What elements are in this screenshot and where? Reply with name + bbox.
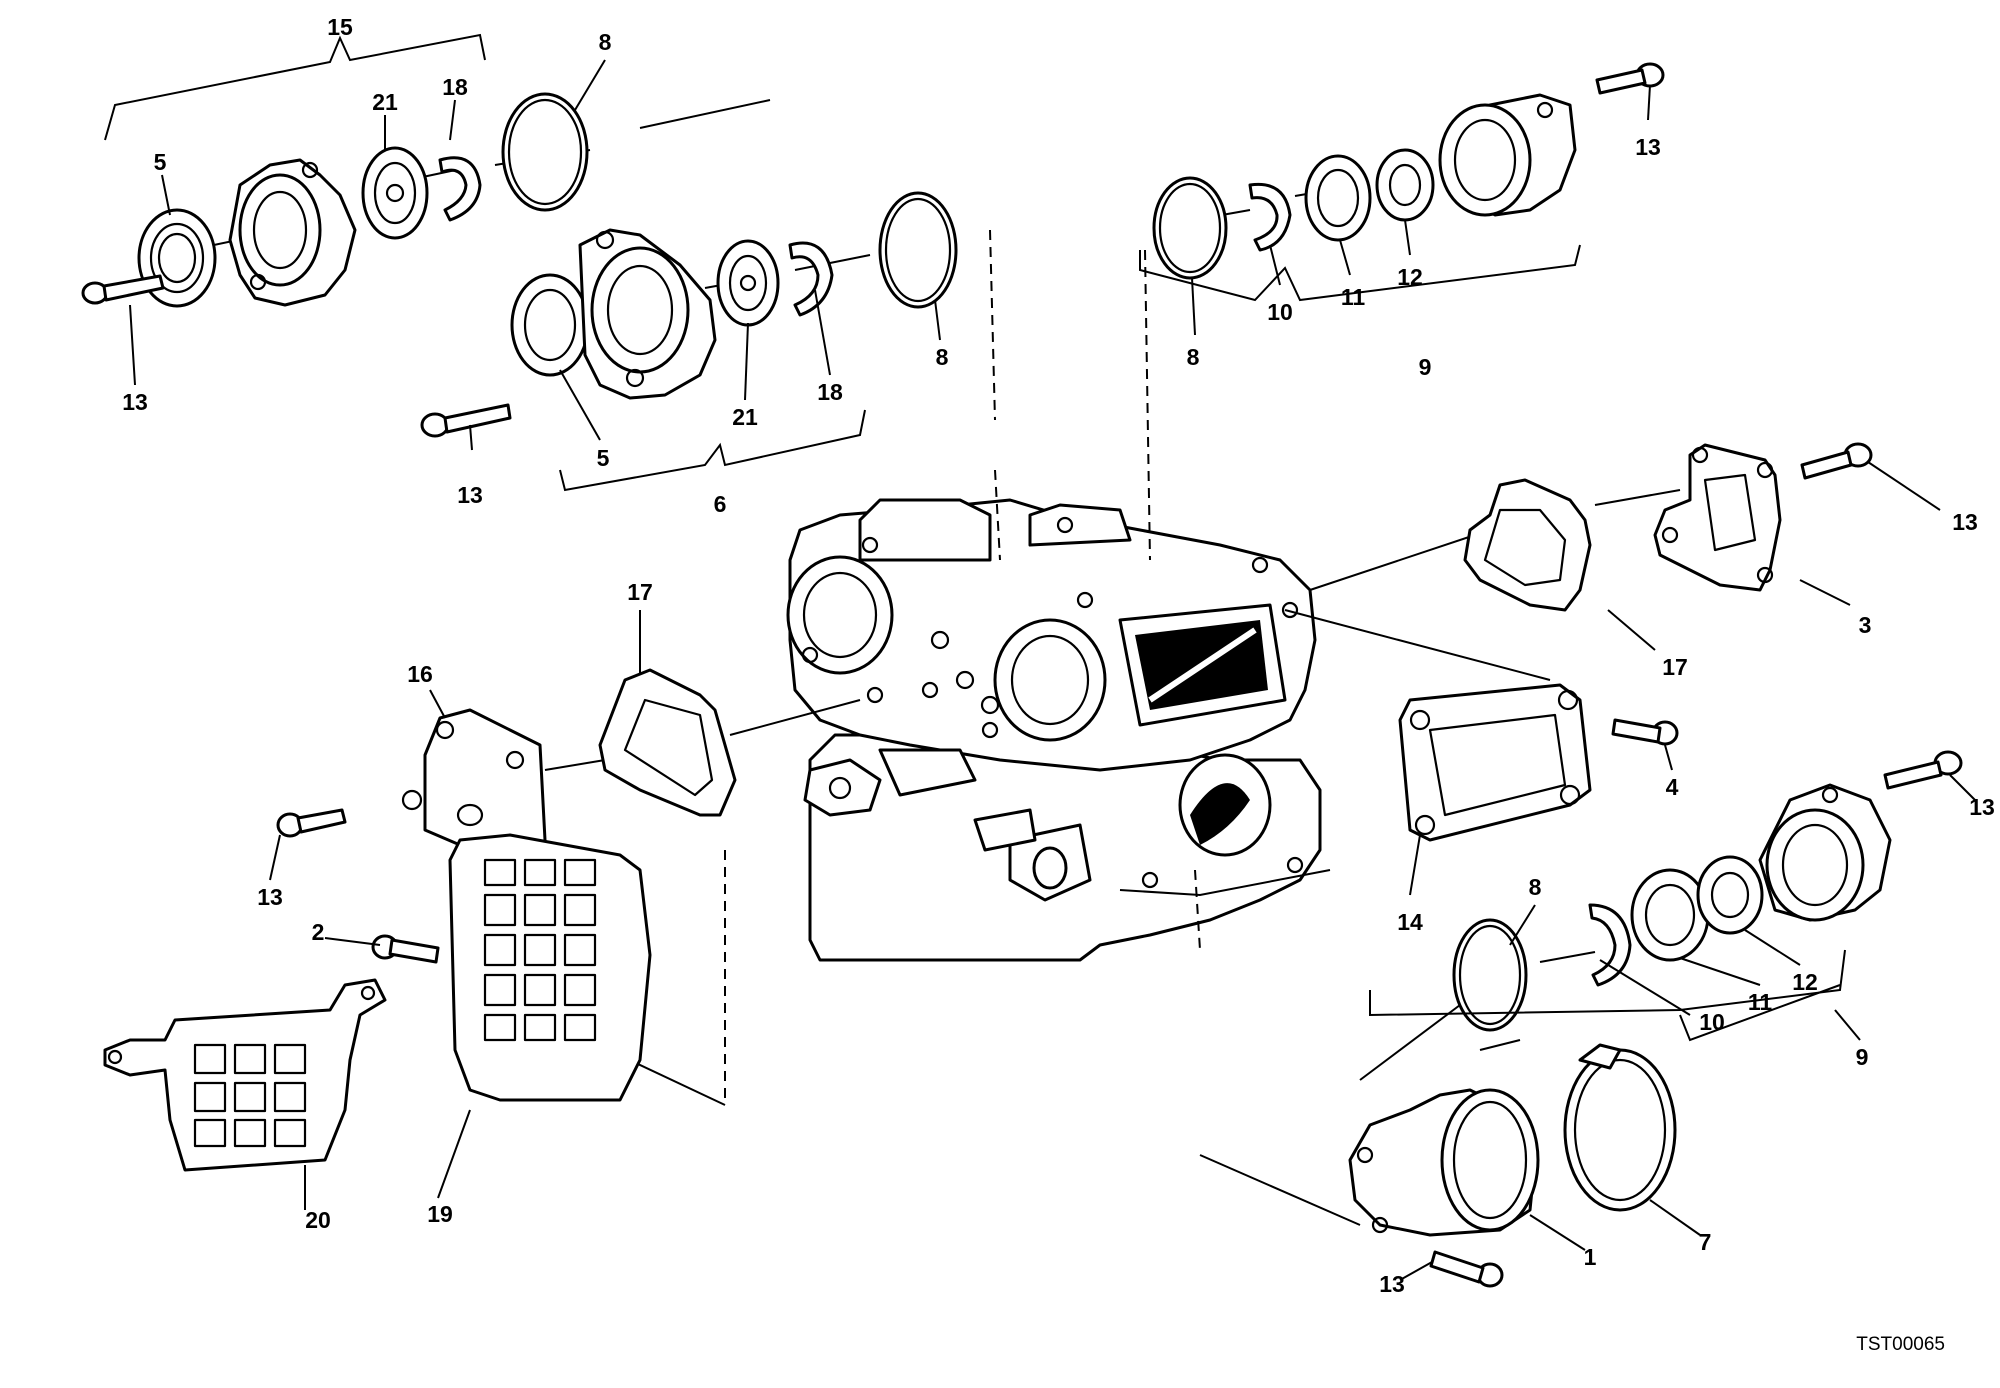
bearing-housing-assembly-15 (137, 92, 589, 308)
callout-11: 11 (1341, 284, 1366, 310)
drawing-code: TST00065 (1856, 1334, 1945, 1355)
callout-13: 13 (122, 389, 148, 415)
bolt-13d (1800, 442, 1873, 480)
callout-8: 8 (599, 29, 612, 55)
callout-11: 11 (1748, 989, 1773, 1015)
callout-8: 8 (1187, 344, 1200, 370)
bolt-13f (1883, 750, 1963, 790)
callout-9: 9 (1856, 1044, 1869, 1070)
callout-12: 12 (1792, 969, 1818, 995)
callout-13: 13 (1379, 1271, 1405, 1297)
gasket-17-left (598, 668, 737, 817)
callout-20: 20 (305, 1207, 331, 1233)
callout-12: 12 (1397, 264, 1423, 290)
cover-14 (1398, 683, 1592, 842)
callout-13: 13 (457, 482, 483, 508)
callout-13: 13 (1969, 794, 1995, 820)
callout-17: 17 (1662, 654, 1688, 680)
callout-19: 19 (427, 1201, 453, 1227)
callout-1: 1 (1584, 1244, 1597, 1270)
callout-17: 17 (627, 579, 653, 605)
callout-5: 5 (597, 445, 610, 471)
callout-16: 16 (407, 661, 433, 687)
intake-flange-1 (1348, 1088, 1540, 1237)
callout-10: 10 (1267, 299, 1293, 325)
bolt-13g (1429, 1250, 1504, 1288)
callout-14: 14 (1397, 909, 1423, 935)
callout-2: 2 (312, 919, 325, 945)
bolt-2 (371, 934, 440, 964)
bolt-13a (81, 274, 165, 305)
callout-13: 13 (1952, 509, 1978, 535)
callout-leaders (129, 59, 1976, 1281)
bolt-13e (276, 808, 347, 838)
callout-4: 4 (1666, 774, 1679, 800)
callout-15: 15 (327, 14, 353, 40)
grille-cover-20 (103, 978, 387, 1172)
callout-8: 8 (936, 344, 949, 370)
bolt-4 (1611, 718, 1679, 746)
callout-21: 21 (732, 404, 758, 430)
callout-6: 6 (714, 491, 727, 517)
callout-13: 13 (1635, 134, 1661, 160)
hose-clamp-7 (1563, 1043, 1677, 1212)
grille-cover-19 (448, 833, 652, 1102)
bolt-13c (1595, 62, 1665, 95)
callout-18: 18 (817, 379, 843, 405)
bearing-housing-assembly-9-bottom (1452, 783, 1892, 1032)
callout-3: 3 (1859, 612, 1872, 638)
callout-13: 13 (257, 884, 283, 910)
bolt-13b (420, 403, 512, 438)
callout-7: 7 (1699, 1229, 1712, 1255)
gasket-17-right (1463, 478, 1592, 612)
callout-8: 8 (1529, 874, 1542, 900)
callout-18: 18 (442, 74, 468, 100)
bearing-housing-assembly-9-top (1152, 93, 1577, 280)
callout-10: 10 (1699, 1009, 1725, 1035)
callout-5: 5 (154, 149, 167, 175)
bearing-housing-assembly-6 (510, 191, 958, 400)
callout-9: 9 (1419, 354, 1432, 380)
gearbox-housing (786, 498, 1322, 962)
callout-labels: 15 8 21 18 5 13 5 21 18 8 13 6 8 10 11 1… (122, 14, 1995, 1297)
cover-3 (1653, 443, 1782, 592)
callout-21: 21 (372, 89, 398, 115)
